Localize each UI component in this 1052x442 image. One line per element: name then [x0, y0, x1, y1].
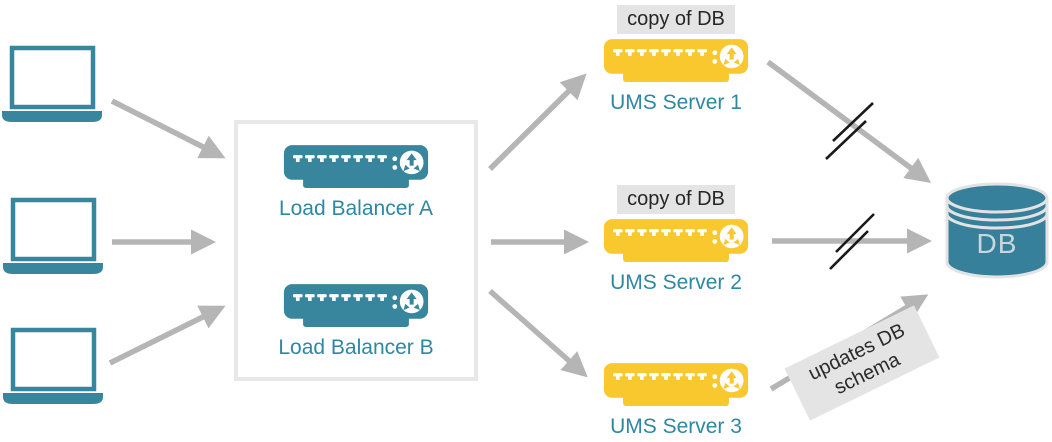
branch-split-glyph — [723, 371, 740, 390]
copy-of-db-badge: copy of DB — [617, 185, 735, 214]
load-balancer-a-label: Load Balancer A — [278, 197, 434, 220]
branch-split-glyph — [403, 153, 420, 172]
ums-server-1-icon — [603, 39, 749, 82]
arrow-lb-to-ums3 — [488, 288, 588, 378]
branch-split-glyph — [723, 227, 740, 246]
db-label: DB — [976, 228, 1018, 259]
client-laptop-2 — [1, 196, 105, 281]
arrow-client1-to-lb — [110, 98, 226, 159]
load-balancer-b: Load Balancer B — [238, 283, 474, 360]
branch-split-glyph — [403, 292, 420, 311]
ums-server-3-icon — [603, 363, 749, 406]
laptop-icon — [3, 327, 103, 404]
load-balancer-a-icon — [283, 145, 429, 188]
arrow-client3-to-lb — [108, 305, 226, 366]
laptop-icon — [3, 197, 103, 274]
load-balancer-b-icon — [283, 284, 429, 327]
laptop-icon — [2, 45, 102, 122]
arrow-ums1-to-db — [766, 59, 932, 184]
broken-link-slashes-ums1 — [825, 102, 874, 160]
load-balancer-box: Load Balancer A — [234, 120, 478, 381]
ums-server-2-label: UMS Server 2 — [610, 271, 742, 294]
client-laptop-3 — [1, 326, 105, 411]
ums-server-1-node: copy of DB UMS Server 1 — [601, 5, 751, 115]
load-balancer-b-label: Load Balancer B — [278, 336, 434, 359]
arrow-lb-to-ums1 — [488, 73, 587, 171]
branch-split-glyph — [723, 47, 740, 66]
ums-server-1-label: UMS Server 1 — [610, 91, 742, 114]
database-node: DB — [944, 176, 1050, 284]
ums-server-2-icon — [603, 219, 749, 262]
client-laptop-1 — [0, 44, 104, 129]
ums-server-3-label: UMS Server 3 — [610, 415, 742, 438]
broken-link-slashes-ums2 — [829, 213, 875, 270]
ums-server-3-node: UMS Server 3 — [601, 362, 751, 439]
load-balancer-a: Load Balancer A — [238, 144, 474, 221]
ums-server-2-node: copy of DB UMS Server 2 — [601, 185, 751, 295]
database-cylinder-icon — [945, 182, 1049, 279]
copy-of-db-badge: copy of DB — [617, 5, 735, 34]
